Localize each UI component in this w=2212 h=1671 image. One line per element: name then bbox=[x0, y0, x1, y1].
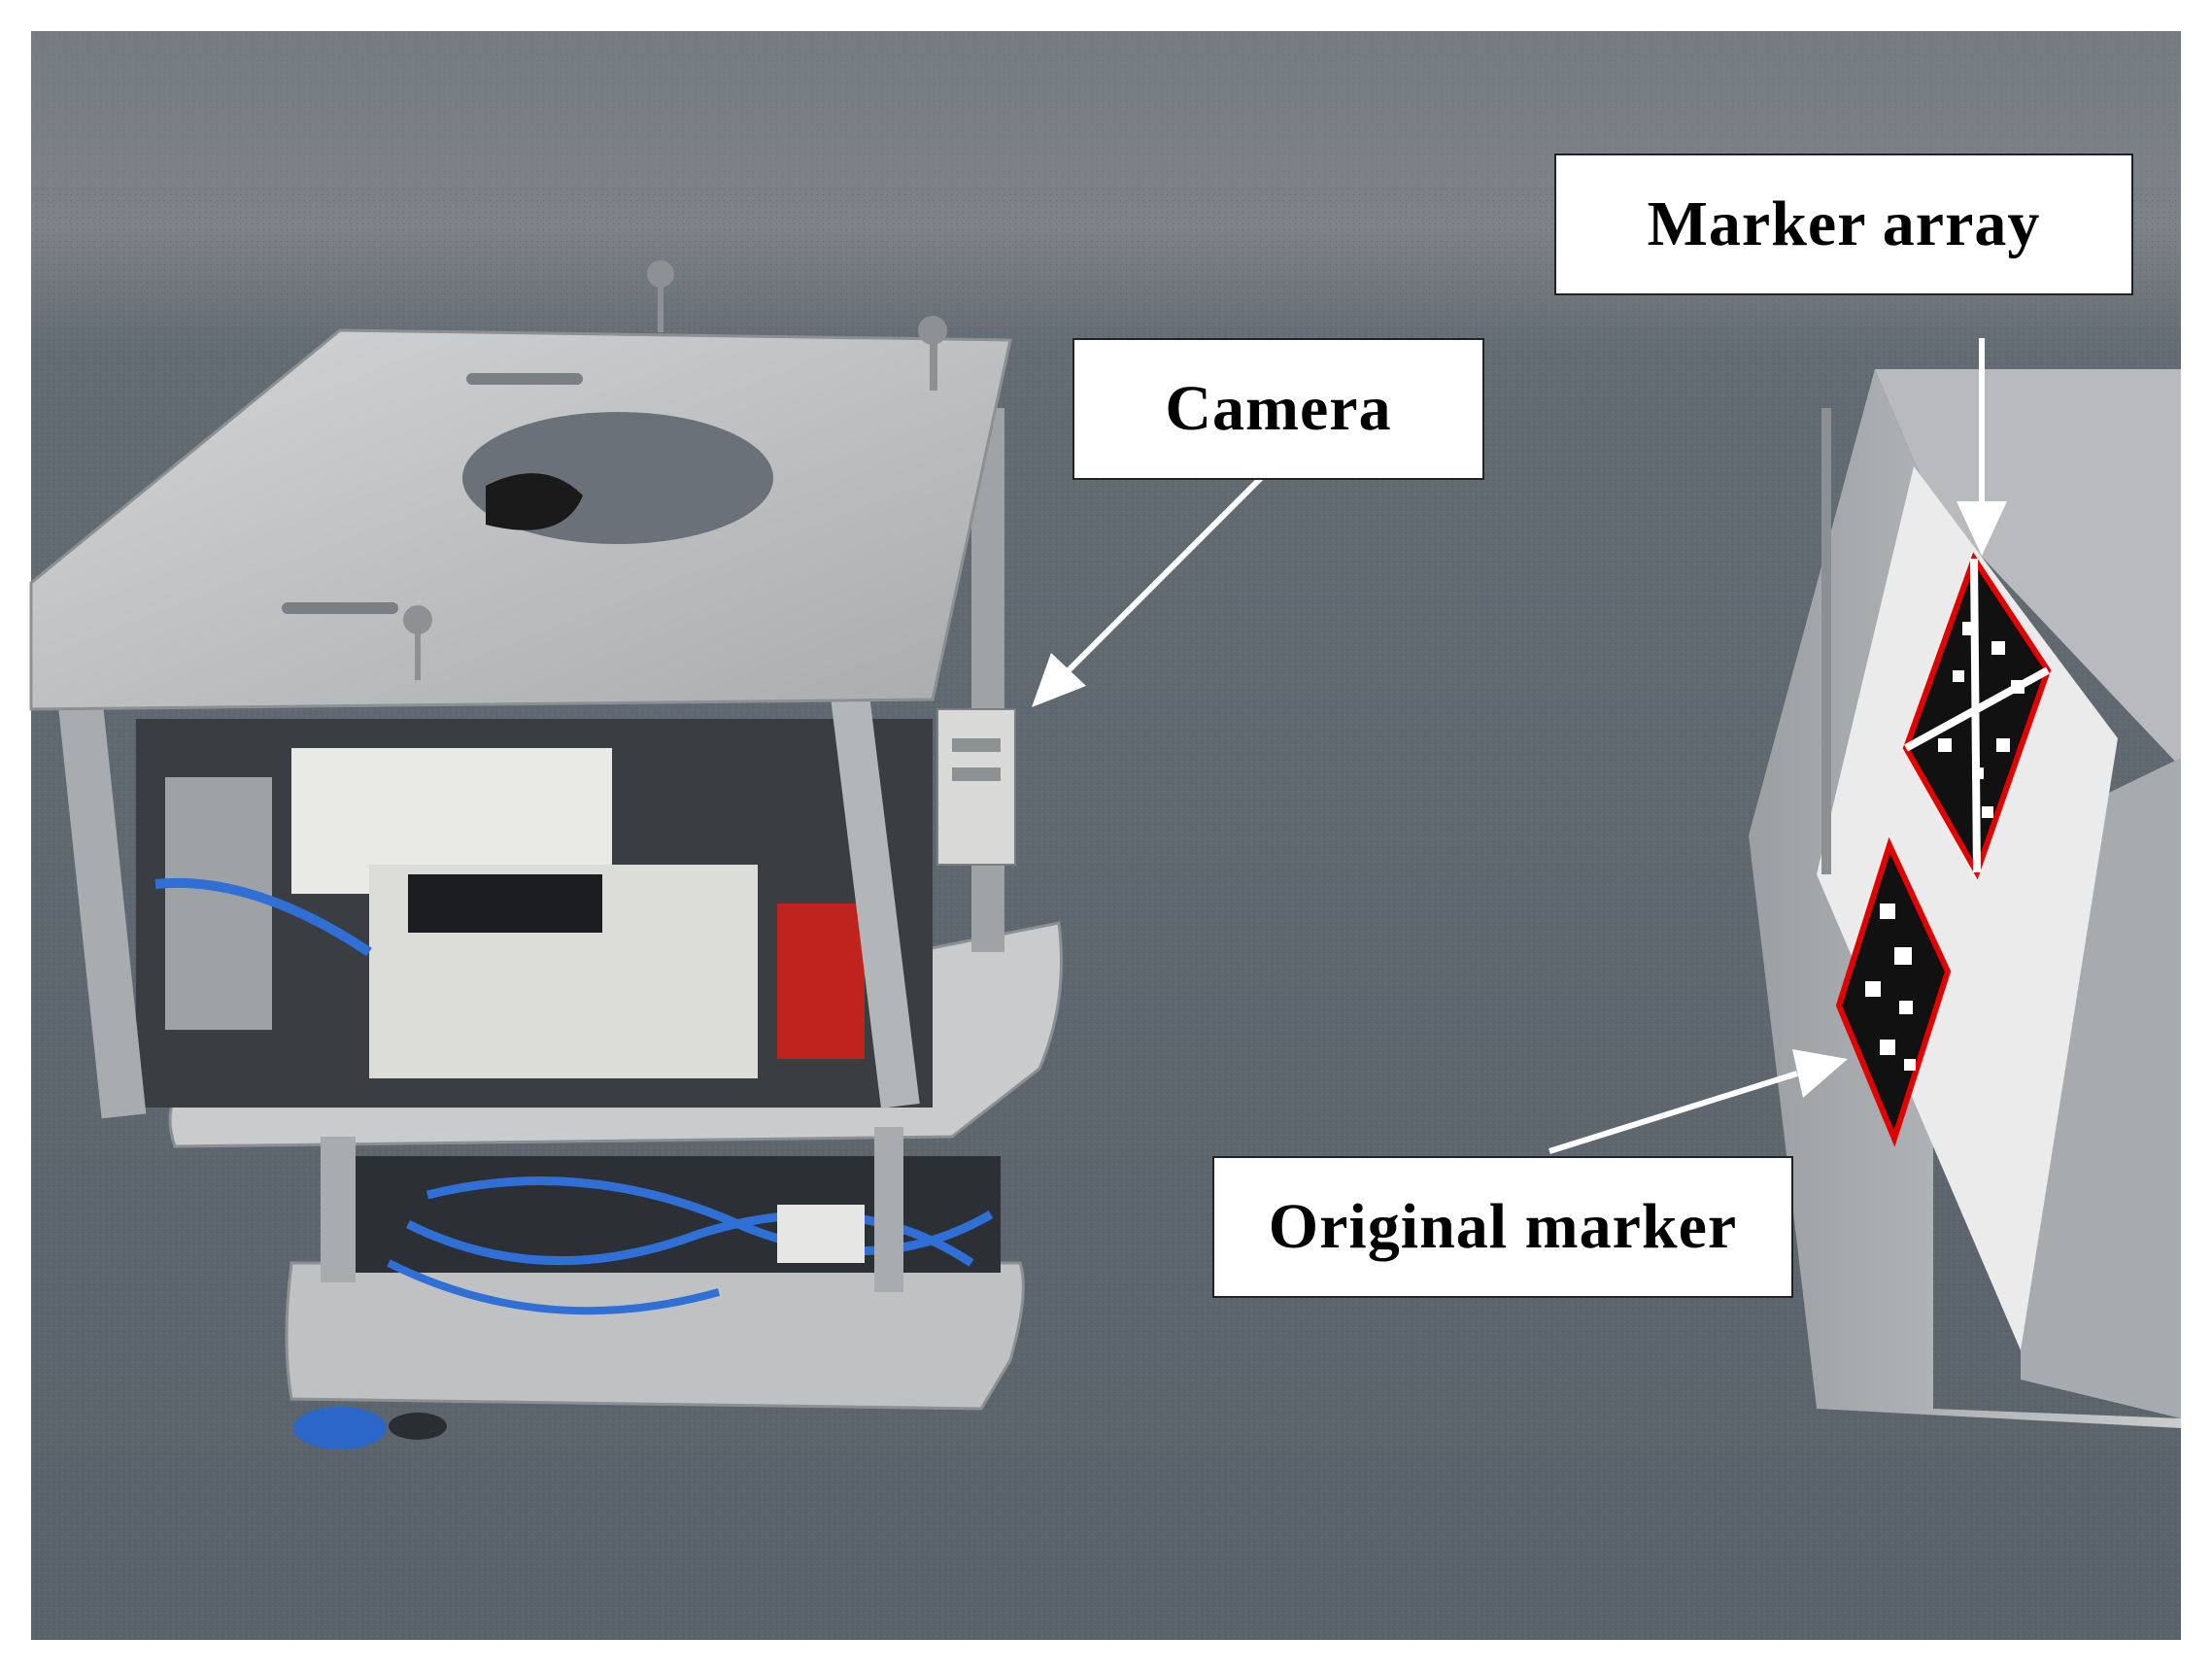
arrowhead-marker-array-icon bbox=[1957, 501, 2007, 556]
marker-array-graphic bbox=[1902, 552, 2052, 880]
arrowhead-camera-icon bbox=[1032, 653, 1086, 707]
arrowhead-original-marker-icon bbox=[1792, 1049, 1848, 1098]
marker-box bbox=[1749, 369, 2181, 1428]
original-marker-label: Original marker bbox=[1212, 1156, 1793, 1298]
camera-label: Camera bbox=[1072, 338, 1484, 480]
arrows bbox=[1032, 338, 2007, 1154]
robot bbox=[29, 260, 1063, 1449]
marker-array-label: Marker array bbox=[1554, 153, 2133, 295]
original-marker-graphic bbox=[1835, 836, 1952, 1147]
